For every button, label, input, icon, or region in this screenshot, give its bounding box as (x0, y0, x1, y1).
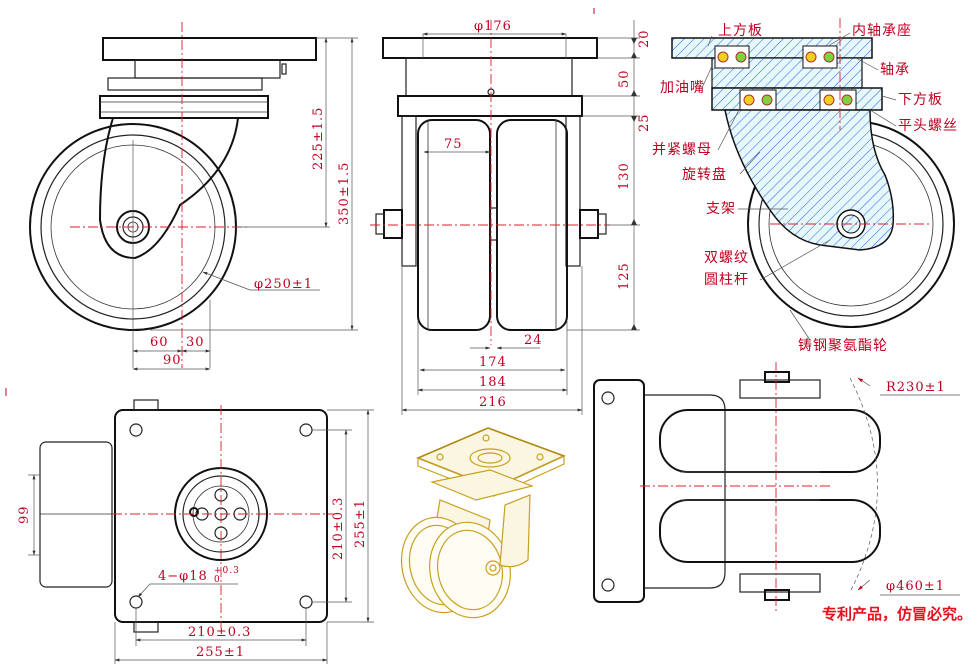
label-bottom-plate: 下方板 (898, 92, 943, 108)
dim-30: 30 (186, 335, 205, 350)
patent-note: 专利产品，仿冒必究。 (821, 605, 972, 623)
dim-wheel-dia: φ250±1 (254, 277, 313, 292)
label-cylinder-rod: 圆柱杆 (704, 272, 749, 288)
label-grease-nipple: 加油嘴 (660, 80, 705, 96)
dim-90: 90 (163, 353, 182, 368)
dim-50: 50 (617, 69, 632, 88)
front-swivel-race (99, 95, 269, 119)
dim-99: 99 (17, 505, 32, 524)
dim-255-v: 255±1 (353, 499, 368, 548)
section-view: 上方板 内轴承座 加油嘴 轴承 下方板 平头螺丝 并紧螺母 旋转盘 支架 双螺纹… (652, 18, 958, 354)
section-bracket (724, 109, 895, 251)
dim-216: 216 (479, 395, 507, 410)
dim-210-v: 210±0.3 (331, 497, 346, 560)
dim-176: φ176 (474, 19, 512, 34)
dim-hole-spec: 4−φ18 (158, 569, 208, 584)
label-flat-screw: 平头螺丝 (898, 118, 958, 134)
front-view: 225±1.5 350±1.5 φ250±1 60 30 90 (29, 22, 358, 371)
front-top-plate (102, 37, 317, 61)
section-bearings (714, 45, 857, 111)
dim-350: 350±1.5 (337, 162, 352, 225)
section-top-plate (671, 37, 873, 59)
dim-125: 125 (617, 262, 632, 290)
dim-60: 60 (150, 335, 169, 350)
dim-210-h: 210±0.3 (188, 625, 251, 640)
top-wheel-lower (659, 499, 881, 563)
dim-174: 174 (479, 355, 507, 370)
side-top-plate (382, 37, 598, 59)
top-view: R230±1 φ460±1 (593, 362, 960, 612)
dim-hole-tol-lower: 0 (214, 575, 221, 585)
side-nut-right (579, 209, 599, 239)
label-inner-bearing-seat: 内轴承座 (852, 23, 912, 39)
dim-20: 20 (637, 29, 652, 48)
label-swivel-plate: 旋转盘 (682, 166, 727, 183)
dim-225: 225±1.5 (311, 107, 326, 170)
label-wheel: 铸钢聚氨酯轮 (798, 338, 888, 354)
label-double-thread: 双螺纹 (704, 250, 749, 266)
top-plate-edge (593, 379, 645, 603)
dim-R230: R230±1 (886, 380, 946, 395)
dim-hole-tol-upper: +0.3 (214, 566, 240, 576)
label-lock-nut: 并紧螺母 (652, 142, 712, 158)
label-bracket: 支架 (706, 201, 736, 217)
side-nut-left (383, 209, 403, 239)
dim-184: 184 (479, 375, 507, 390)
dim-24: 24 (524, 333, 543, 348)
top-wheel-upper (659, 409, 881, 473)
dim-75: 75 (444, 137, 463, 152)
dim-255-h: 255±1 (196, 645, 245, 660)
label-bearing: 轴承 (880, 62, 910, 78)
dim-130: 130 (617, 162, 632, 190)
bottom-view: 99 4−φ18 +0.3 0 210±0.3 255±1 210±0.3 25… (5, 388, 374, 664)
front-bracket (98, 117, 240, 260)
caster-render (400, 427, 567, 619)
label-top-plate: 上方板 (718, 23, 763, 39)
dim-25: 25 (637, 113, 652, 132)
side-view: φ176 20 50 25 130 125 75 24 174 (370, 8, 652, 415)
dim-phi460: φ460±1 (886, 579, 945, 594)
